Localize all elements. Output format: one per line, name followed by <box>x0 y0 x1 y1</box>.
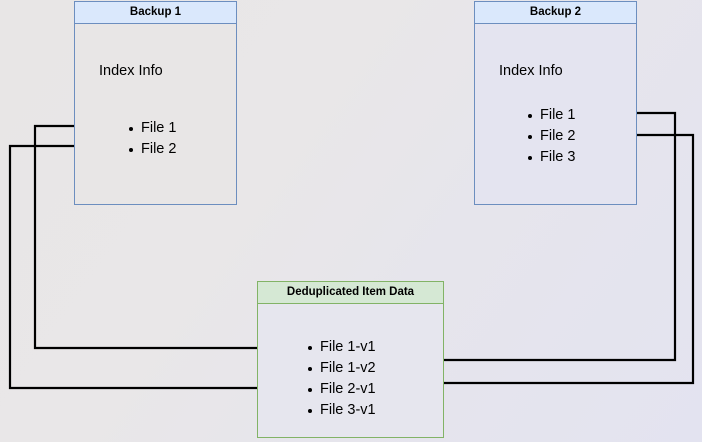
node-deduplicated-item-data-body: File 1-v1 File 1-v2 File 2-v1 File 3-v1 <box>258 304 443 437</box>
list-item[interactable]: File 1-v1 <box>306 337 376 358</box>
list-item[interactable]: File 2-v1 <box>306 379 376 400</box>
node-deduplicated-item-data[interactable]: Deduplicated Item Data File 1-v1 File 1-… <box>257 281 444 438</box>
backup-2-index-info-label: Index Info <box>499 63 563 79</box>
list-item[interactable]: File 2 <box>526 126 575 147</box>
backup-1-index-info-label: Index Info <box>99 63 163 79</box>
backup-2-file-list: File 1 File 2 File 3 <box>526 105 575 168</box>
backup-1-file-list: File 1 File 2 <box>127 118 176 160</box>
node-backup-2[interactable]: Backup 2 Index Info File 1 File 2 File 3 <box>474 1 637 205</box>
node-backup-1[interactable]: Backup 1 Index Info File 1 File 2 <box>74 1 237 205</box>
node-deduplicated-item-data-title: Deduplicated Item Data <box>258 282 443 304</box>
node-backup-1-body: Index Info File 1 File 2 <box>75 24 236 204</box>
dedup-item-list: File 1-v1 File 1-v2 File 2-v1 File 3-v1 <box>306 337 376 421</box>
list-item[interactable]: File 3-v1 <box>306 400 376 421</box>
list-item[interactable]: File 1 <box>127 118 176 139</box>
list-item[interactable]: File 1 <box>526 105 575 126</box>
node-backup-1-title: Backup 1 <box>75 2 236 24</box>
list-item[interactable]: File 3 <box>526 147 575 168</box>
list-item[interactable]: File 1-v2 <box>306 358 376 379</box>
list-item[interactable]: File 2 <box>127 139 176 160</box>
node-backup-2-title: Backup 2 <box>475 2 636 24</box>
node-backup-2-body: Index Info File 1 File 2 File 3 <box>475 24 636 204</box>
